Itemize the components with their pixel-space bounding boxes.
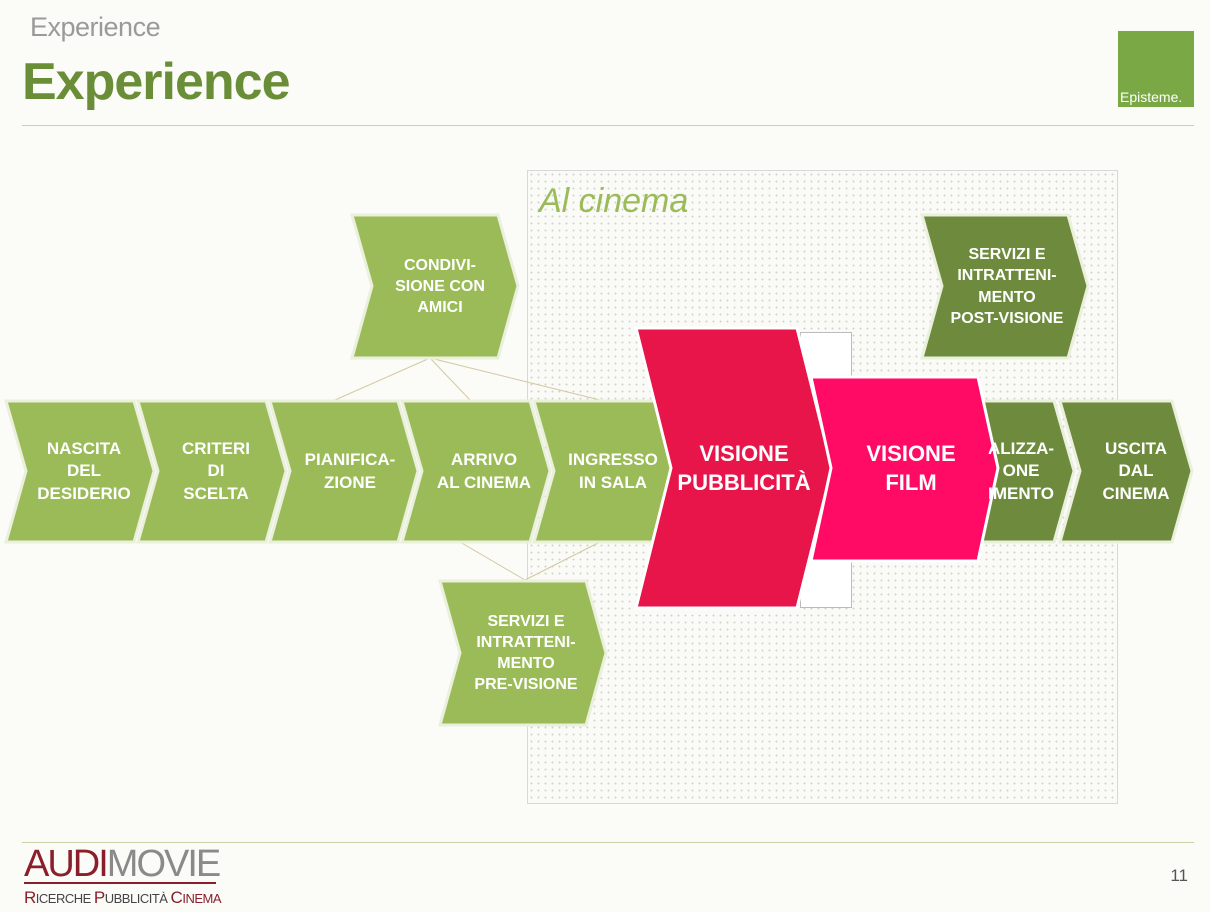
step-pianificazione: PIANIFICA-ZIONE (288, 401, 412, 542)
episteme-logo-text: Episteme. (1120, 89, 1183, 105)
step-text: USCITA (1104, 438, 1167, 458)
page-title: Experience (22, 53, 290, 111)
chevron-arrivo (400, 399, 552, 544)
tagline-initial: R (24, 888, 36, 907)
chevron-pianificazione (268, 399, 420, 544)
step-text: DI (207, 461, 225, 481)
step-text: SIONE CON (395, 277, 485, 295)
step-text: VISIONE (866, 440, 956, 466)
tagline-text: ICERCHE (35, 891, 94, 906)
chevron-post-visione (920, 213, 1090, 360)
connector-line (459, 541, 526, 581)
step-text: CONDIVI- (403, 256, 476, 274)
step-text: SERVIZI E (487, 612, 565, 630)
step-text: DEL (67, 461, 101, 481)
step-text: DESIDERIO (37, 483, 131, 503)
tagline-initial: C (170, 888, 183, 907)
page-number: 11 (1170, 866, 1188, 885)
connector-line (334, 357, 431, 401)
header-small-title: Experience (30, 12, 161, 42)
chevron-visione-pubblicita (634, 326, 834, 610)
step-text: PUBBLICITÀ (677, 470, 811, 495)
step-visione-film: VISIONE FILM (832, 400, 990, 536)
step-text: ALIZZA- (988, 438, 1055, 458)
step-text: IMENTO (988, 483, 1054, 503)
step-text: CINEMA (1102, 483, 1170, 503)
chevron-criteri (136, 399, 288, 544)
step-visione-pubblicita: VISIONE PUBBLICITÀ (660, 400, 828, 536)
tagline-initial: P (93, 888, 105, 907)
connector-line (524, 541, 601, 581)
step-text: ZIONE (324, 472, 376, 492)
step-text: POST-VISIONE (950, 309, 1064, 327)
audimovie-logo-audi: AUDI (24, 843, 109, 885)
chevron-condivisione (350, 213, 520, 360)
step-pre-visione: SERVIZI E INTRATTENI- MENTO PRE-VISIONE (456, 581, 596, 725)
chevron-uscita (1058, 399, 1194, 544)
step-text: SCELTA (183, 483, 249, 503)
step-text: MENTO (978, 288, 1036, 306)
step-text: INGRESSO (568, 450, 658, 470)
step-text: AL CINEMA (436, 472, 532, 492)
audimovie-logo: AUDIMOVIE (24, 843, 221, 885)
episteme-logo: Episteme. (1118, 31, 1194, 107)
step-text: SERVIZI E (968, 246, 1046, 264)
chevron-nascita (4, 399, 156, 544)
in-cinema-label: Al cinema (539, 182, 689, 220)
chevron-pre-visione (438, 579, 608, 727)
step-text: ONE (1002, 461, 1040, 481)
audimovie-logo-bar (24, 882, 216, 884)
tagline-text: UBBLICITÀ (104, 891, 171, 906)
connector-line (429, 357, 471, 401)
step-text: DAL (1118, 461, 1154, 481)
audimovie-logo-movie: MOVIE (106, 843, 221, 885)
header-divider (22, 125, 1194, 126)
step-text: IN SALA (579, 472, 647, 492)
chevron-visione-film (809, 375, 1000, 563)
step-text: CRITERI (182, 438, 250, 458)
audimovie-tagline: RICERCHE PUBBLICITÀ CINEMA (24, 888, 221, 908)
step-text: ARRIVO (450, 450, 518, 470)
step-text: PRE-VISIONE (474, 676, 578, 694)
step-text: INTRATTENI- (957, 267, 1057, 285)
connector-line (429, 357, 601, 401)
step-text: MENTO (497, 655, 555, 672)
tagline-text: INEMA (182, 891, 221, 906)
step-text: NASCITA (46, 438, 122, 458)
step-condivisione: CONDIVI- SIONE CON AMICI (370, 215, 510, 358)
step-text: PIANIFICA- (304, 450, 396, 470)
footer-divider (22, 842, 1194, 843)
step-text: AMICI (417, 299, 463, 317)
step-text: VISIONE (699, 440, 789, 466)
step-text: FILM (885, 470, 937, 495)
connector-lines (334, 357, 601, 581)
step-text: INTRATTENI- (476, 633, 576, 651)
step-post-visione: SERVIZI E INTRATTENI- MENTO POST-VISIONE (936, 215, 1078, 358)
